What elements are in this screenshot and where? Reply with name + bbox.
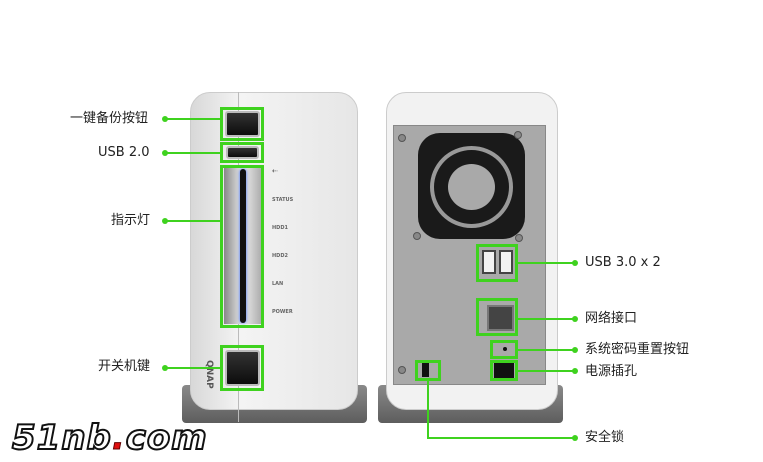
label-reset: 系统密码重置按钮: [585, 342, 690, 357]
lan-port[interactable]: [487, 305, 514, 331]
usb-icon: ⇠: [272, 167, 278, 175]
security-slot[interactable]: [422, 363, 429, 377]
power-button[interactable]: [225, 350, 260, 386]
usb2-port[interactable]: [226, 146, 259, 159]
led-label-hdd1: HDD1: [272, 225, 288, 231]
label-usb2: USB 2.0: [98, 145, 150, 160]
screw: [398, 134, 406, 142]
label-lock: 安全锁: [585, 430, 625, 445]
label-usb3: USB 3.0 x 2: [585, 255, 661, 270]
reset-hole[interactable]: [503, 347, 507, 351]
screw: [514, 131, 522, 139]
label-indicators: 指示灯: [111, 213, 151, 228]
callout-line: [518, 349, 574, 351]
highlight-backup: [220, 107, 264, 141]
highlight-power-jack: [490, 360, 518, 381]
usb3-port-2[interactable]: [499, 250, 513, 274]
screw: [515, 234, 523, 242]
led-light-bar: [240, 169, 246, 323]
front-device: [190, 92, 358, 410]
callout-line: [518, 318, 574, 320]
watermark: 51nb.com: [11, 417, 208, 459]
screw: [398, 366, 406, 374]
callout-dot: [572, 435, 578, 441]
callout-line: [518, 370, 574, 372]
label-power-jack: 电源插孔: [585, 364, 638, 379]
callout-line: [165, 152, 220, 154]
led-label-power: POWER: [272, 309, 293, 315]
label-power-key: 开关机键: [98, 359, 151, 374]
label-network: 网络接口: [585, 311, 638, 326]
callout-line: [427, 437, 574, 439]
callout-dot: [572, 260, 578, 266]
highlight-lock: [415, 360, 441, 381]
backup-button[interactable]: [225, 111, 260, 137]
callout-dot: [572, 368, 578, 374]
led-label-lan: LAN: [272, 281, 284, 287]
fan-hub: [448, 164, 495, 210]
callout-dot: [572, 316, 578, 322]
highlight-power: [220, 345, 264, 391]
label-backup-button: 一键备份按钮: [70, 111, 149, 126]
highlight-usb2: [220, 142, 264, 163]
led-label-status: STATUS: [272, 197, 294, 203]
callout-line: [165, 220, 220, 222]
highlight-lan: [476, 298, 518, 336]
highlight-reset: [490, 340, 518, 359]
brand-logo: QNAP: [204, 360, 214, 389]
screw: [413, 232, 421, 240]
usb3-port-1[interactable]: [482, 250, 496, 274]
power-jack[interactable]: [494, 362, 514, 378]
callout-line: [165, 367, 220, 369]
highlight-usb3: [476, 244, 518, 282]
callout-line: [165, 118, 220, 120]
led-label-hdd2: HDD2: [272, 253, 288, 259]
callout-line: [518, 262, 574, 264]
callout-line: [427, 381, 429, 438]
callout-dot: [572, 347, 578, 353]
fan-ring: [430, 146, 513, 228]
highlight-leds: [220, 165, 264, 328]
